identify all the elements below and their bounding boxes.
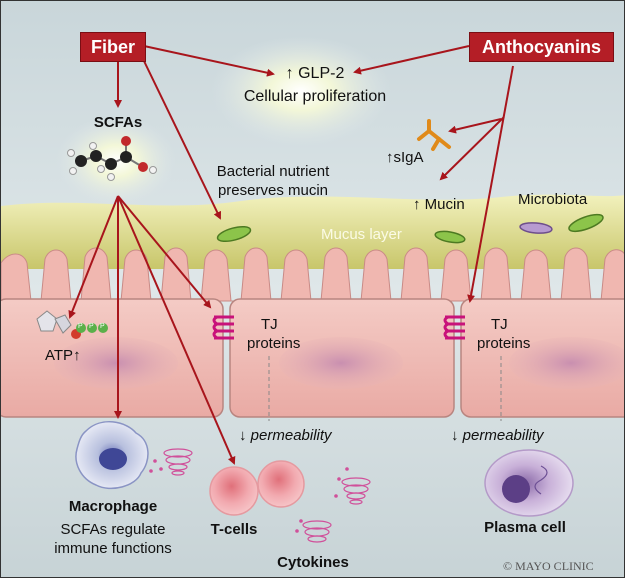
- glp2-label: GLP-2: [286, 65, 345, 83]
- permeability-right-label: ↓ permeability: [451, 427, 544, 444]
- mucin-label: Mucin: [413, 196, 465, 213]
- fiber-box: Fiber: [81, 33, 145, 61]
- cytokine-icon: [163, 448, 371, 543]
- up-arrow-icon: [413, 196, 421, 213]
- scfas-label: SCFAs: [93, 114, 143, 131]
- macrophage-cell-icon: [75, 421, 149, 490]
- atp-molecule-icon: [36, 310, 108, 339]
- t-cells-label: T-cells: [210, 521, 258, 538]
- up-arrow-icon: [286, 65, 294, 82]
- t-cell-icon: [209, 460, 305, 516]
- macrophage-label: Macrophage: [68, 498, 158, 515]
- down-arrow-icon: ↓: [451, 427, 459, 444]
- microbiota-label: Microbiota: [518, 191, 588, 208]
- scfa-molecule-icon: [67, 136, 157, 181]
- atp-label: ATP: [45, 347, 81, 364]
- cellular-proliferation-label: Cellular proliferation: [243, 88, 387, 105]
- tj-proteins-right-icon: [443, 315, 465, 340]
- copyright-label: © MAYO CLINIC: [503, 559, 594, 573]
- tj-proteins-left-icon: [212, 315, 234, 340]
- plasma-cell-icon: [484, 449, 574, 517]
- cytokine-dots: [149, 459, 349, 533]
- up-arrow-icon: [386, 149, 394, 166]
- mucus-layer-label: Mucus layer: [321, 226, 402, 243]
- down-arrow-icon: ↓: [239, 427, 247, 444]
- anthocyanins-box: Anthocyanins: [470, 33, 613, 61]
- up-arrow-icon: [73, 347, 81, 364]
- cytokines-label: Cytokines: [277, 554, 349, 571]
- permeability-left-label: ↓ permeability: [239, 427, 332, 444]
- siga-label: sIgA: [386, 149, 424, 166]
- bacterium-icon: [216, 213, 604, 244]
- siga-antibody-icon: [417, 119, 451, 151]
- plasma-cell-label: Plasma cell: [484, 519, 566, 536]
